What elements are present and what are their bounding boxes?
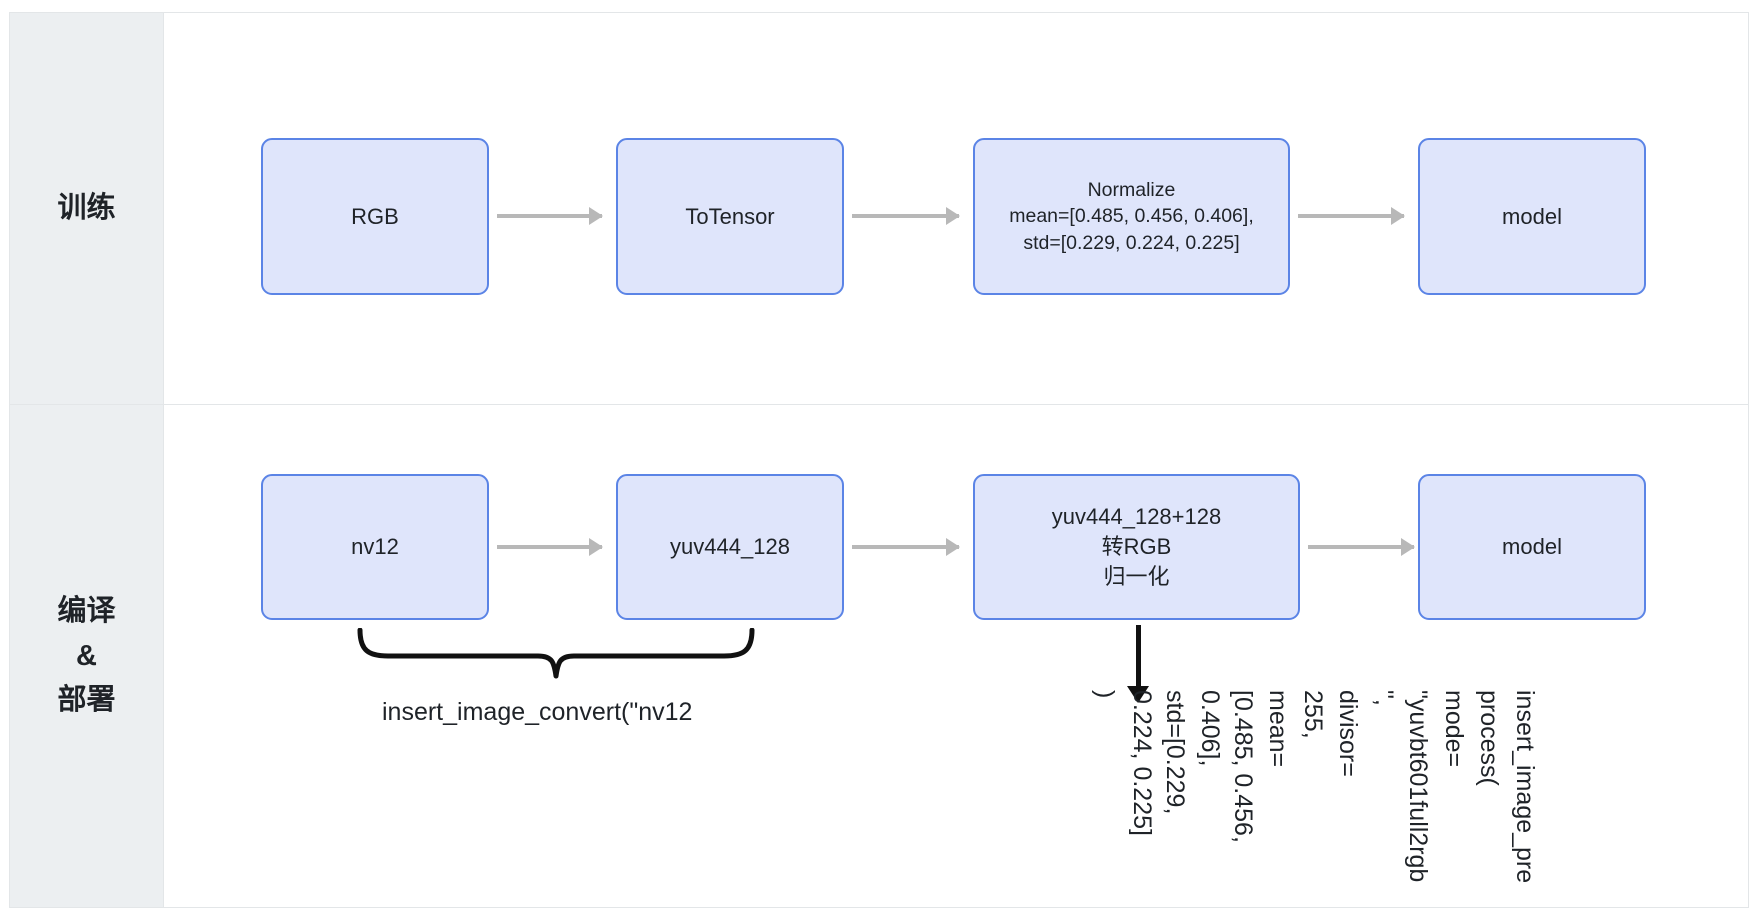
annotation-col-1: 0.224, 0.225] [1128,690,1156,836]
row-header-deploy-line-0: 编译 [57,594,116,627]
arrow-nv12-to-yuv444 [497,537,603,557]
arrow-head-icon [946,538,960,556]
brace-icon [357,628,755,679]
down-arrow-to-annotation [1126,625,1150,703]
row-header-deploy-line-2: 部署 [57,684,116,717]
column-divider [163,12,164,908]
down-arrow-shaft [1135,625,1141,687]
arrow-rgb-to-totensor [497,206,603,226]
node-model-deploy[interactable]: model [1418,474,1646,620]
arrow-head-icon [1401,538,1415,556]
annotation-col-2: std=[0.229, [1161,690,1189,815]
arrow-head-icon [946,207,960,225]
annotation-col-4: [0.485, 0.456, [1229,690,1257,843]
node-yuv-to-rgb-normalize[interactable]: yuv444_128+128 转RGB 归一化 [973,474,1300,620]
arrow-shaft [852,545,959,549]
annotation-col-3: 0.406], [1196,690,1224,767]
down-arrow-head-icon [1127,686,1149,703]
arrow-shaft [1298,214,1404,218]
arrow-totensor-to-normalize [852,206,960,226]
node-yuv444-128[interactable]: yuv444_128 [616,474,844,620]
row-divider [9,404,1749,405]
row-header-training-line-0: 训练 [57,192,116,225]
annotation-col-11: process( [1475,690,1503,786]
row-header-training: 训练 [10,13,163,404]
annotation-col-10: mode= [1440,690,1468,768]
arrow-yuv444-to-convert [852,537,960,557]
node-totensor[interactable]: ToTensor [616,138,844,295]
arrow-shaft [1308,545,1414,549]
row-header-deploy-line-1: & [76,639,97,672]
annotation-col-8: ", [1370,690,1398,706]
node-rgb[interactable]: RGB [261,138,489,295]
arrow-normalize-to-model [1298,206,1405,226]
node-model-train[interactable]: model [1418,138,1646,295]
arrow-head-icon [589,207,603,225]
arrow-head-icon [589,538,603,556]
node-normalize[interactable]: Normalize mean=[0.485, 0.456, 0.406], st… [973,138,1290,295]
node-nv12[interactable]: nv12 [261,474,489,620]
annotation-col-5: mean= [1264,690,1292,768]
annotation-col-0: ) [1091,690,1119,699]
arrow-convert-to-model [1308,537,1415,557]
annotation-col-12: insert_image_pre [1511,690,1539,884]
row-header-deploy: 编译 & 部署 [10,405,163,907]
arrow-shaft [497,545,602,549]
arrow-head-icon [1391,207,1405,225]
arrow-shaft [852,214,959,218]
grouping-brace [356,628,756,680]
annotation-col-6: 255, [1299,690,1327,739]
brace-label-insert-image-convert: insert_image_convert("nv12 [382,698,693,726]
annotation-col-9: "yuvbt601full2rgb [1404,690,1432,883]
arrow-shaft [497,214,602,218]
annotation-col-7: divisor= [1334,690,1362,777]
